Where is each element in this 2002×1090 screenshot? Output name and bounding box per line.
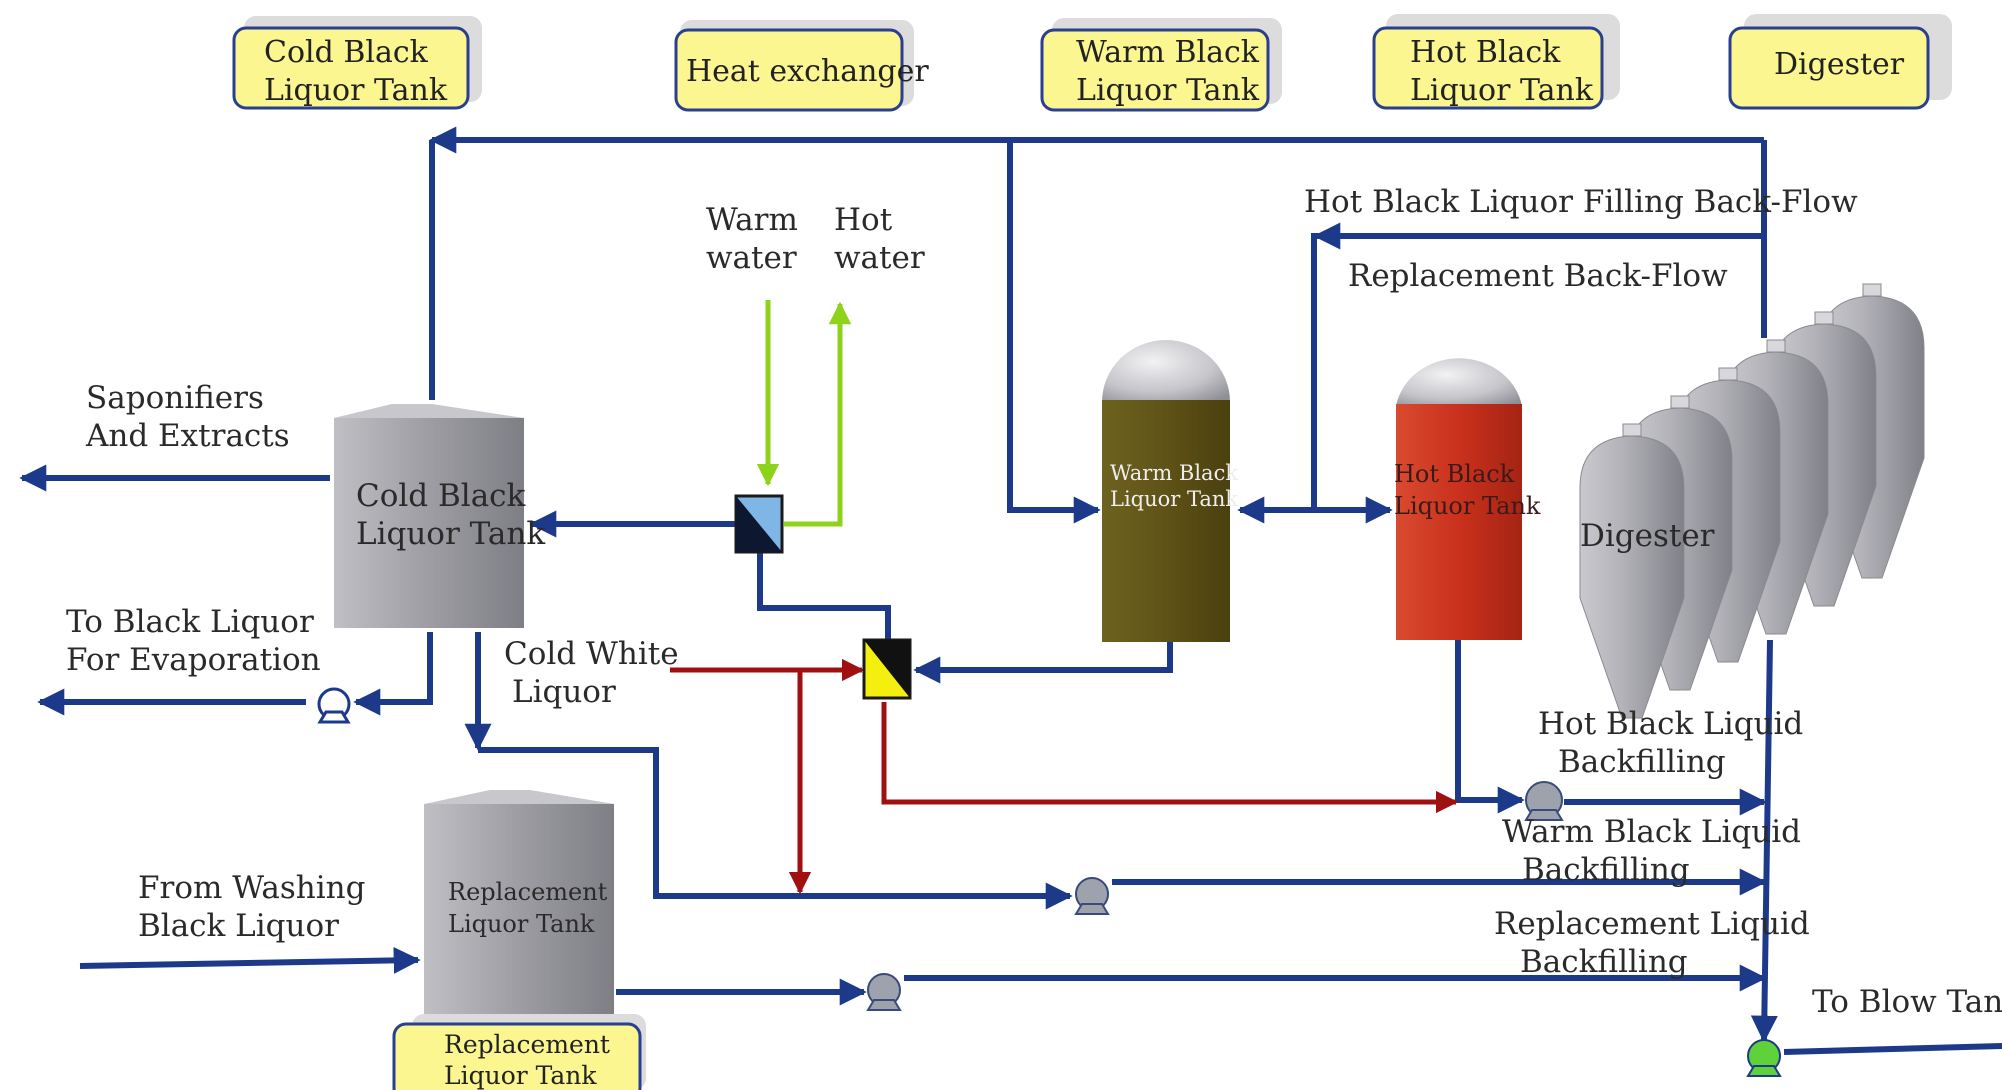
pump-hot-backfill[interactable] [1524,781,1564,821]
replacement-backfilling-label-line2: Backfilling [1520,944,1688,980]
legend-hot-tank-line1: Hot Black [1410,35,1561,70]
heat-exchanger-white-liquor[interactable] [862,638,912,700]
legend-digester: Digester [1728,14,1952,110]
cold-white-liquor-label-line1: Cold White [504,636,679,672]
legend-replacement-line2: Liquor Tank [444,1061,597,1090]
legend-replacement-line1: Replacement [444,1030,610,1059]
hx2-to-hot-pump [881,702,1459,814]
legend-heat-exchanger: Heat exchanger [674,20,929,112]
pump-blow-tank[interactable] [1746,1039,1782,1077]
replacement-liquor-tank[interactable]: Replacement Liquor Tank [424,790,614,1014]
legend-warm-tank: Warm Black Liquor Tank [1040,18,1282,112]
cold-tank-label-line1: Cold Black [356,478,526,514]
warm-black-liquor-tank[interactable]: Warm Black Liquor Tank [1102,340,1238,642]
hot-water-label-line2: water [834,240,925,276]
to-blow-tank-label: To Blow Tank [1812,984,2002,1020]
cold-tank-evaporation-line [353,632,433,716]
warm-backfilling-label-line1: Warm Black Liquid [1502,814,1801,850]
hot-tank-down [1455,640,1525,814]
hot-backfilling-label-line2: Backfilling [1558,744,1726,780]
cold-white-liquor-label-line2: Liquor [512,674,616,710]
saponifiers-label-line2: And Extracts [85,418,290,454]
warm-backfilling-label-line2: Backfilling [1522,852,1690,888]
digester-collector [1750,639,1778,1043]
hot-tank-label-line2: Liquor Tank [1394,492,1541,520]
legend-cold-tank-line1: Cold Black [264,35,429,70]
cold-black-liquor-tank[interactable]: Cold Black Liquor Tank [334,404,545,628]
digester-label: Digester [1580,518,1715,554]
hot-water-label-line1: Hot [834,202,893,238]
replacement-tank-label-line2: Liquor Tank [448,910,595,938]
digester-vessel [1579,423,1685,719]
pump-evaporation[interactable] [317,687,351,724]
to-evaporation-label-line1: To Black Liquor [66,604,314,640]
digester-bank[interactable] [1579,283,1925,719]
warm-tank-to-hx2 [913,640,1173,684]
warm-water-label-line2: water [706,240,797,276]
legend-cold-tank: Cold Black Liquor Tank [232,16,482,110]
replacement-tank-label-line1: Replacement [448,878,608,906]
hot-backfilling-label-line1: Hot Black Liquid [1538,706,1803,742]
from-washing-label-line1: From Washing [138,870,366,906]
cold-to-pump-line [478,747,1073,910]
legend-warm-tank-line1: Warm Black [1076,35,1260,70]
warm-tank-label-line1: Warm Black [1110,461,1238,485]
from-washing-line [79,946,421,974]
to-blow-tank-line [1783,1043,2002,1055]
heat-exchanger-water[interactable] [734,494,784,554]
legend-hot-tank-line2: Liquor Tank [1410,73,1594,108]
cold-tank-label-line2: Liquor Tank [356,516,545,552]
legend-replacement-tank: Replacement Liquor Tank [392,1014,646,1090]
legend-digester-text: Digester [1774,47,1905,82]
to-evaporation-label-line2: For Evaporation [66,642,321,678]
replacement-backfilling-label-line1: Replacement Liquid [1494,906,1810,942]
hot-backflow-label: Hot Black Liquor Filling Back-Flow [1304,184,1858,220]
warm-water-label-line1: Warm [706,202,798,238]
from-washing-label-line2: Black Liquor [138,908,339,944]
hot-black-liquor-tank[interactable]: Hot Black Liquor Tank [1394,358,1541,640]
legend-cold-tank-line2: Liquor Tank [264,73,448,108]
pump-warm-backfill[interactable] [1074,877,1110,915]
legend-hot-tank: Hot Black Liquor Tank [1372,14,1620,110]
hot-tank-label-line1: Hot Black [1394,460,1515,488]
warm-tank-label-line2: Liquor Tank [1110,487,1238,511]
hot-water-out [784,301,852,527]
legend-heat-exchanger-text: Heat exchanger [686,54,929,89]
hx1-to-hx2 [757,550,891,640]
pump-replacement-backfill[interactable] [866,973,902,1011]
warm-tank-feed-down [1007,140,1101,524]
saponifiers-label-line1: Saponifiers [86,380,264,416]
legend-warm-tank-line2: Liquor Tank [1076,73,1260,108]
replacement-backflow-label: Replacement Back-Flow [1348,258,1728,294]
